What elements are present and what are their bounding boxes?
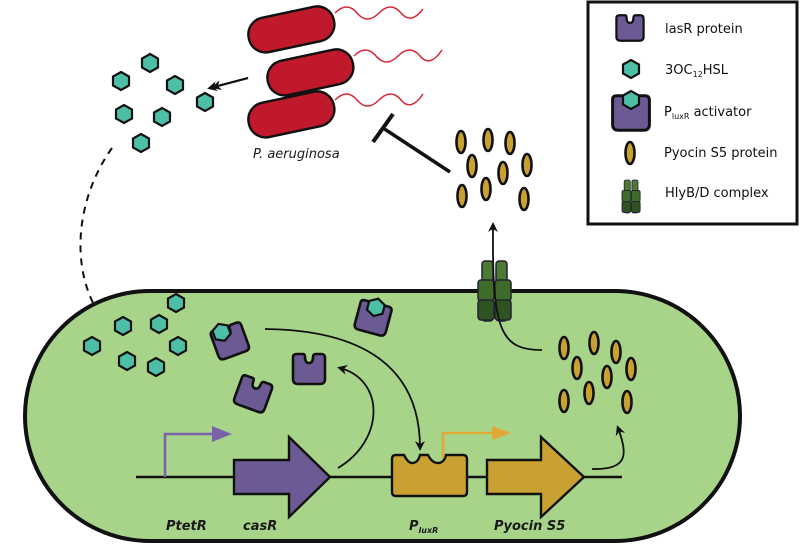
legend-label: PluxR activator: [664, 105, 752, 121]
legend-item: Pyocin S5 protein: [624, 140, 777, 166]
pyocin-icon: [558, 388, 570, 414]
external-hsl-cluster: [111, 52, 215, 154]
pyocin-icon: [571, 355, 583, 381]
bacterium: [266, 48, 443, 97]
hsl-hexagon-icon: [113, 315, 133, 337]
pyocin-icon: [625, 356, 637, 382]
pyocin-icon: [601, 364, 613, 390]
translation-arrow: [591, 425, 626, 470]
hsl-hexagon-icon: [165, 74, 185, 96]
pyocin-icon: [480, 176, 492, 202]
ptetr-label: PtetR: [166, 519, 207, 534]
legend-label: 3OC12HSL: [665, 63, 729, 79]
pyocin-icon: [583, 380, 595, 406]
pyocin-s5-label: Pyocin S5: [494, 519, 565, 534]
pyocin-icon: [497, 160, 509, 186]
pluxr-promoter: [390, 453, 469, 498]
pyocin-icon: [588, 330, 600, 356]
pyocin-icon: [518, 186, 530, 212]
hsl-hexagon-icon: [131, 132, 151, 154]
casr-gene: [232, 434, 332, 520]
pluxr-label: PluxR: [409, 519, 438, 535]
hsl-hexagon-icon: [166, 292, 186, 314]
bacterium: [247, 5, 424, 54]
pyocin-s5-gene: [485, 434, 586, 520]
pyocin-icon: [621, 389, 633, 415]
expression-arrow: [337, 364, 375, 469]
binding-arrow: [264, 328, 425, 451]
hsl-hexagon-icon: [111, 70, 131, 92]
hlybd-complex-icon: [477, 260, 512, 322]
pyocin-icon: [558, 335, 570, 361]
pyocin-icon: [521, 152, 533, 178]
hsl-hexagon-icon: [152, 106, 172, 128]
external-pyocin-cluster: [455, 127, 533, 212]
legend-label: lasR protein: [665, 22, 743, 37]
ptetr-promoter-arrow: [163, 426, 232, 477]
legend-item: lasR protein: [615, 14, 743, 42]
bacterium: [247, 90, 424, 139]
hsl-hexagon-icon: [114, 103, 134, 125]
pluxr-promoter-arrow: [441, 426, 511, 458]
pyocin-icon: [482, 127, 494, 153]
hsl-hexagon-icon: [146, 356, 166, 378]
pyocin-icon: [466, 153, 478, 179]
legend-item: 3OC12HSL: [621, 58, 729, 80]
pyocin-icon: [624, 140, 636, 166]
inhibition-bar: [371, 112, 451, 174]
export-arrow: [487, 222, 543, 351]
hsl-hexagon-icon: [621, 58, 641, 80]
secretion-arrow: [211, 77, 249, 91]
hsl-hexagon-icon: [140, 52, 160, 74]
legend-item: PluxR activator: [611, 89, 752, 132]
hsl-hexagon-icon: [168, 335, 188, 357]
pyocin-icon: [610, 339, 622, 365]
hsl-hexagon-icon: [195, 91, 215, 113]
legend-label: Pyocin S5 protein: [664, 146, 777, 161]
pyocin-icon: [455, 129, 467, 155]
legend: lasR protein 3OC12HSL PluxR activator Py…: [586, 0, 799, 226]
pyocin-icon: [504, 130, 516, 156]
hsl-hexagon-icon: [82, 335, 102, 357]
hsl-hexagon-icon: [149, 313, 169, 335]
pyocin-icon: [456, 183, 468, 209]
diffusion-arrow: [79, 147, 113, 318]
hlybd-complex-icon: [621, 179, 641, 214]
hsl-hexagon-icon: [117, 350, 137, 372]
casr-label: casR: [243, 519, 277, 534]
legend-label: HlyB/D complex: [665, 186, 769, 201]
pluxr-activator-icon: [611, 89, 651, 132]
organism-label: P. aeruginosa: [253, 147, 340, 162]
p-aeruginosa-cluster: P. aeruginosa: [247, 5, 443, 162]
legend-item: HlyB/D complex: [621, 179, 769, 214]
